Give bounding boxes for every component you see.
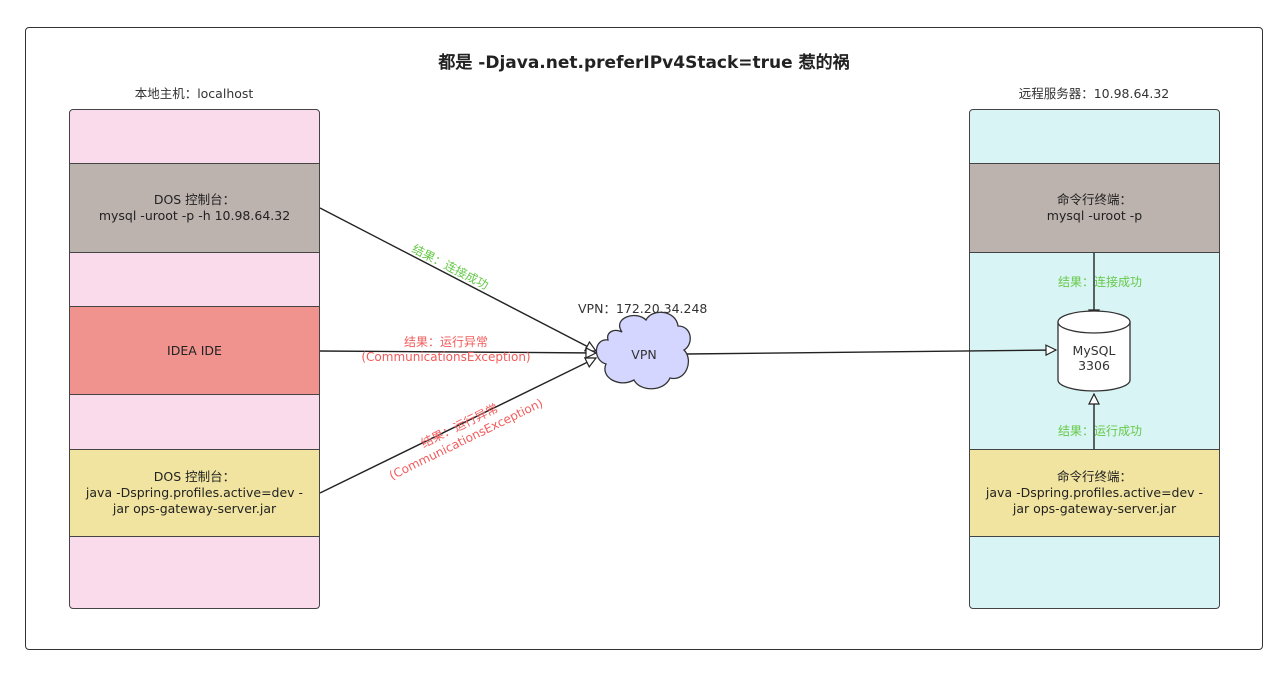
mysql-label: MySQL 3306 bbox=[1072, 343, 1116, 373]
idea-result-line2: (CommunicationsException) bbox=[361, 350, 531, 364]
diagram-frame bbox=[25, 27, 1263, 650]
edge-idea-to-vpn bbox=[319, 351, 596, 353]
diagram-title: 都是 -Djava.net.preferIPv4Stack=true 惹的祸 bbox=[438, 53, 850, 73]
remote-server-label: 远程服务器：10.98.64.32 bbox=[1018, 86, 1170, 101]
edge-dos2-to-vpn bbox=[319, 358, 596, 494]
idea-result-line1: 结果：运行异常 bbox=[403, 335, 488, 349]
edge-dos1-to-vpn bbox=[319, 207, 596, 352]
terminal-java-block: 命令行终端： java -Dspring.profiles.active=dev… bbox=[969, 449, 1220, 537]
edge-vpn-to-mysql bbox=[685, 350, 1056, 354]
dos-console-java-block: DOS 控制台： java -Dspring.profiles.active=d… bbox=[69, 449, 320, 537]
vpn-cloud-label: VPN bbox=[631, 347, 657, 362]
local-host-label: 本地主机：localhost bbox=[134, 86, 254, 101]
term1-result-label: 结果：连接成功 bbox=[1057, 275, 1142, 289]
vpn-address-label: VPN：172.20.34.248 bbox=[578, 301, 708, 316]
idea-ide-block: IDEA IDE bbox=[69, 306, 320, 395]
idea-result-label: 结果：运行异常 (CommunicationsException) bbox=[356, 335, 536, 365]
dos-console-mysql-block: DOS 控制台： mysql -uroot -p -h 10.98.64.32 bbox=[69, 163, 320, 253]
term2-result-label: 结果：运行成功 bbox=[1057, 424, 1142, 438]
vpn-cloud-shape bbox=[595, 311, 691, 390]
mysql-database-cylinder bbox=[1057, 310, 1131, 392]
terminal-mysql-block: 命令行终端： mysql -uroot -p bbox=[969, 163, 1220, 253]
